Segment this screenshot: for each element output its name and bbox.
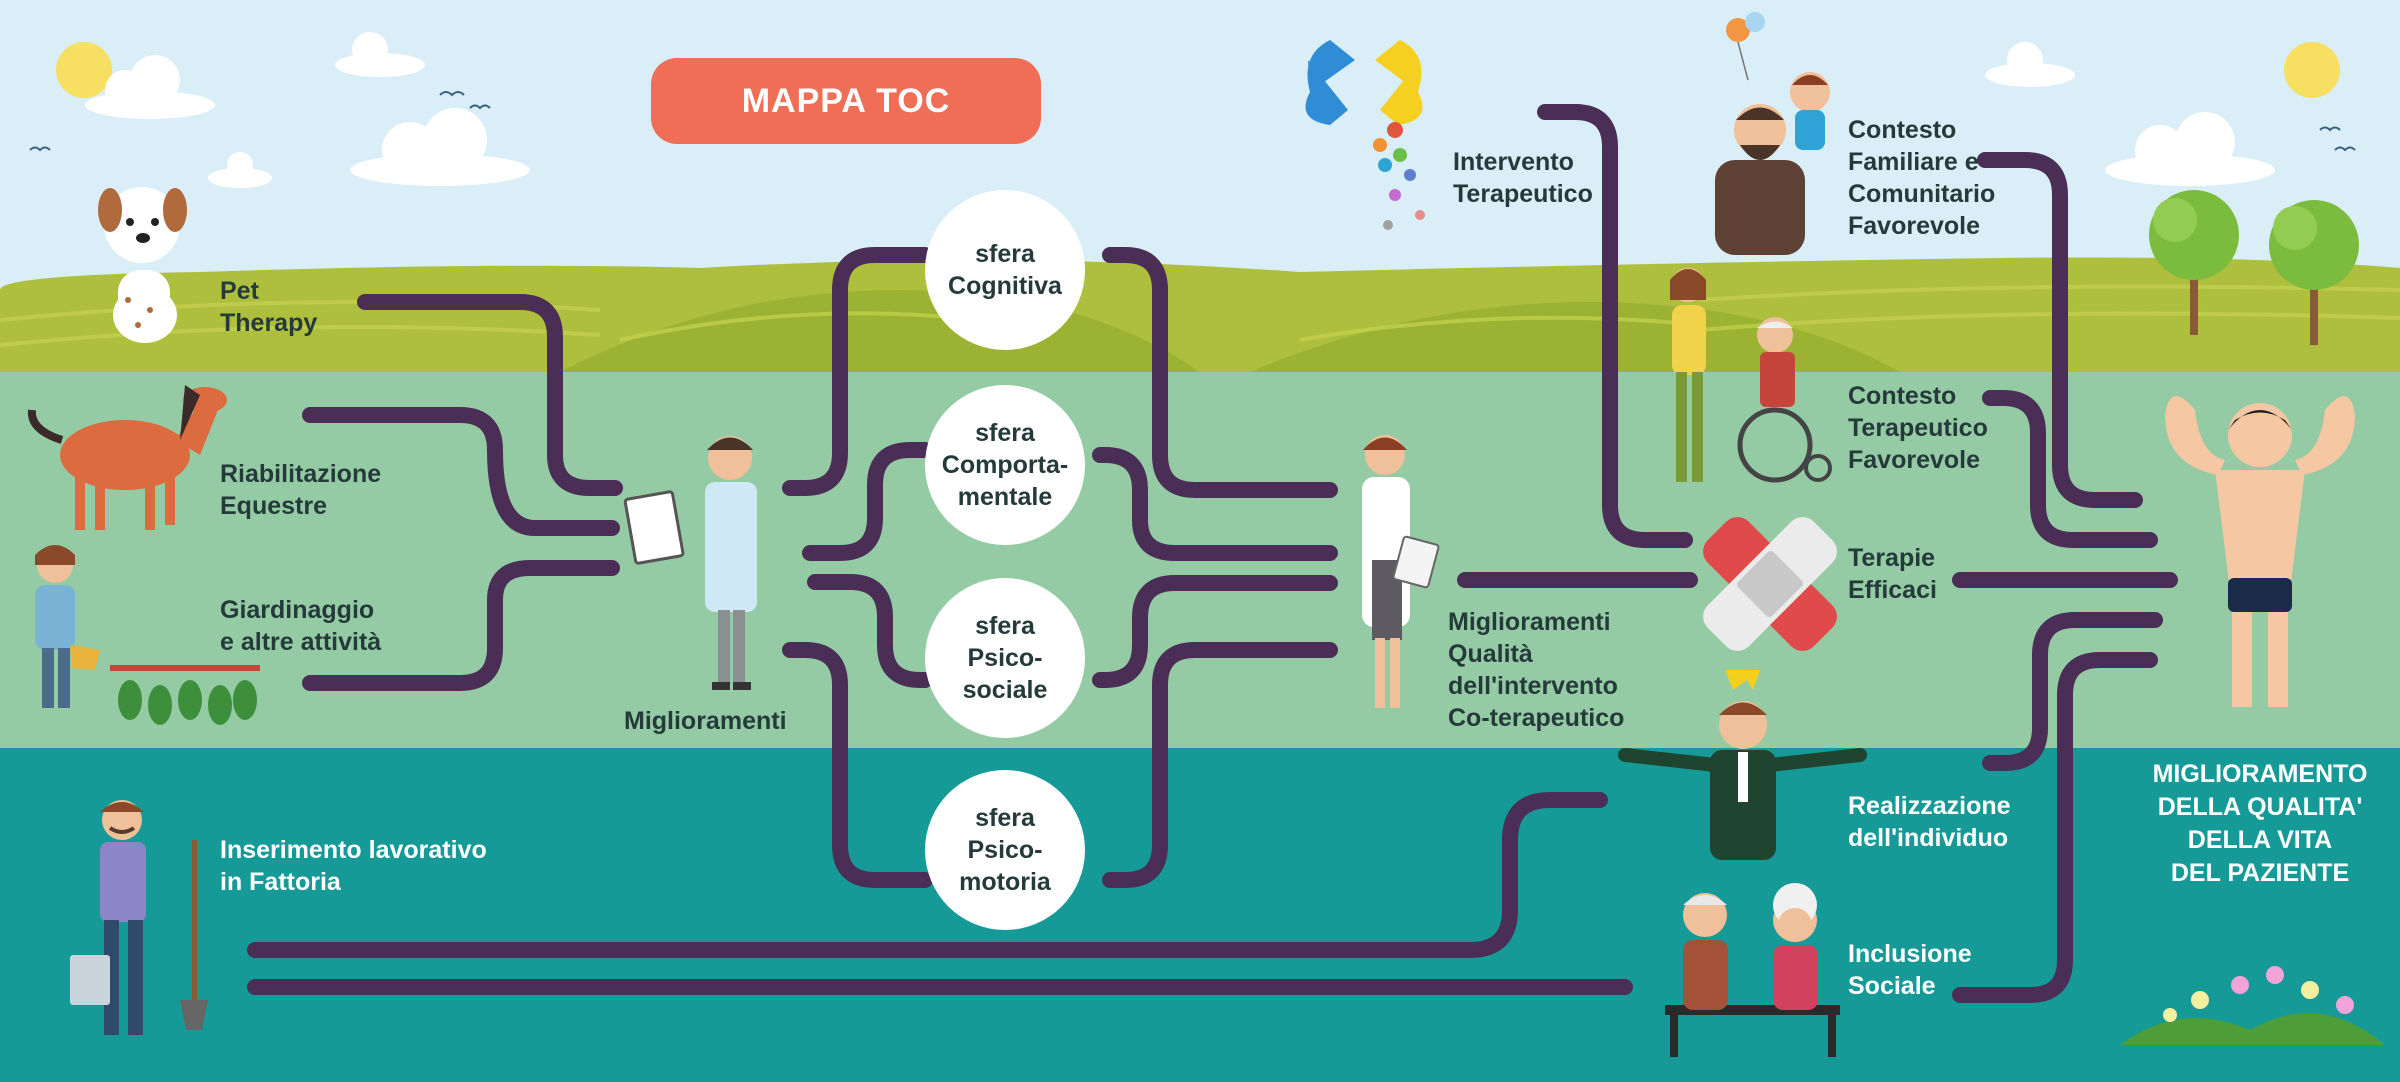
nurse-icon — [1362, 435, 1440, 708]
sphere-psicosociale: sfera Psico- sociale — [925, 578, 1085, 738]
label-contesto-familiare: Contesto Familiare e Comunitario Favorev… — [1848, 116, 1996, 240]
strongman-icon — [2165, 396, 2355, 707]
label-realizzazione: Realizzazione dell'individuo — [1848, 792, 2011, 852]
elderly-couple-icon — [1665, 883, 1840, 1057]
label-miglioramento-qualita-vita: MIGLIORAMENTO DELLA QUALITA' DELLA VITA … — [2152, 760, 2368, 887]
label-contesto-terapeutico: Contesto Terapeutico Favorevole — [1848, 382, 1988, 474]
sun-icon — [2284, 42, 2340, 98]
horse-icon — [27, 385, 227, 530]
businessman-icon — [1618, 670, 1867, 860]
sun-icon — [56, 42, 112, 98]
flowers-icon — [2120, 966, 2385, 1045]
label-inserimento-lavorativo: Inserimento lavorativo in Fattoria — [220, 836, 487, 896]
cloud-icon — [85, 32, 2275, 188]
label-miglioramenti-qualita: Miglioramenti Qualità dell'intervento Co… — [1448, 608, 1625, 732]
label-inclusione-sociale: Inclusione Sociale — [1848, 940, 1972, 1000]
sphere-cognitiva: sfera Cognitiva — [925, 190, 1085, 350]
label-pet-therapy: Pet Therapy — [220, 277, 318, 337]
label-riabilitazione-equestre: Riabilitazione Equestre — [220, 460, 382, 520]
sphere-psicomotoria: sfera Psico- motoria — [925, 770, 1085, 930]
sphere-comportamentale: sfera Comporta- mentale — [925, 385, 1085, 545]
gardener-icon — [35, 545, 260, 725]
map-title: MAPPA TOC — [651, 58, 1041, 144]
tree-icon — [2149, 190, 2359, 345]
label-giardinaggio: Giardinaggio e altre attività — [220, 596, 382, 656]
wheelchair-icon — [1670, 268, 1832, 483]
dog-icon — [98, 187, 187, 343]
connector-lines — [247, 104, 2178, 1003]
pills-icon — [1305, 40, 1425, 230]
label-terapie-efficaci: Terapie Efficaci — [1848, 544, 1937, 604]
label-intervento-terapeutico: Intervento Terapeutico — [1453, 148, 1593, 208]
label-miglioramenti: Miglioramenti — [624, 707, 787, 735]
farmer-icon — [70, 800, 208, 1035]
doctor-icon — [623, 436, 757, 690]
bandage-icon — [1703, 517, 1837, 651]
family-icon — [1715, 12, 1830, 255]
